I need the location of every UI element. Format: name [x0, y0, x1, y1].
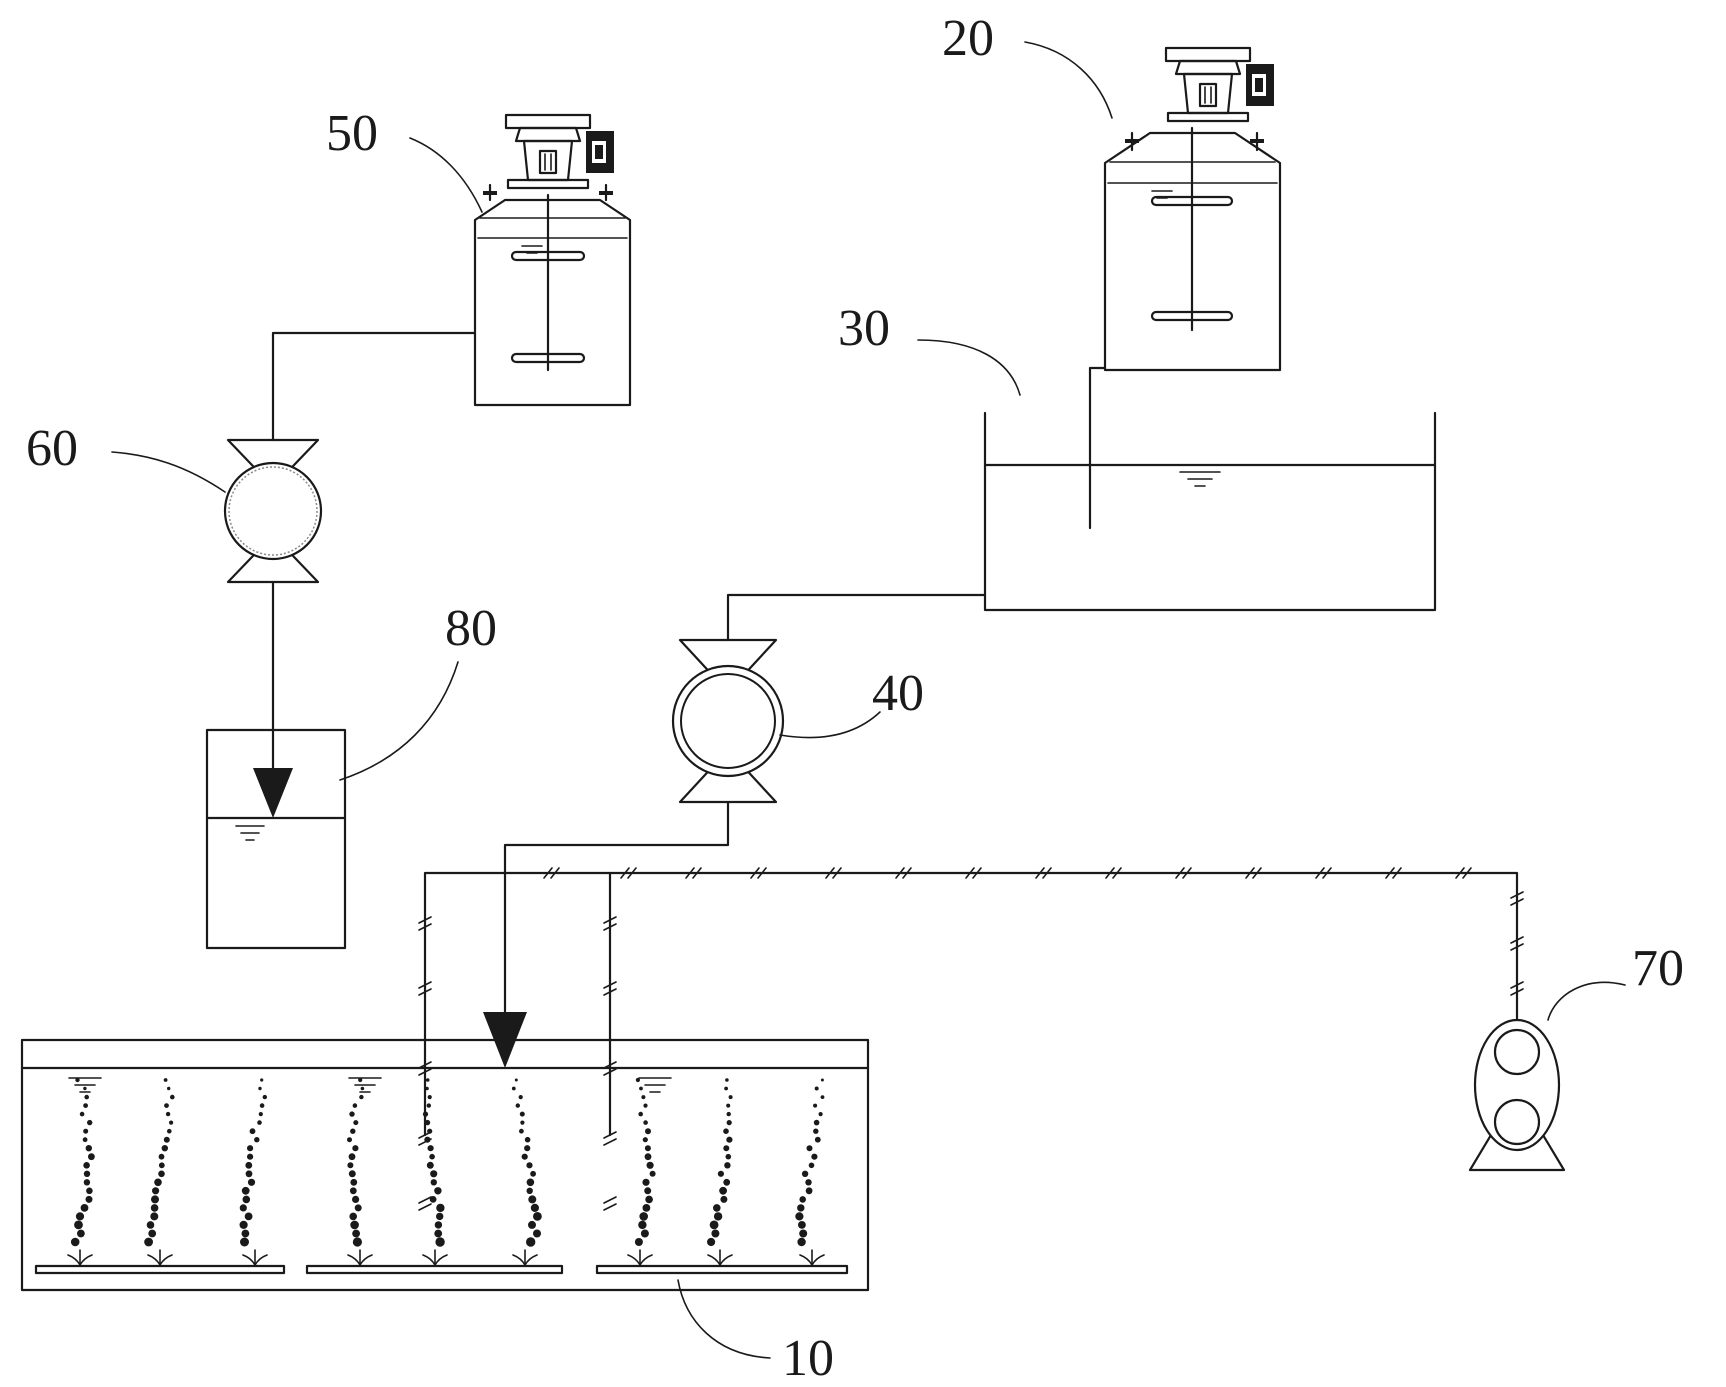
label-10: 10 [782, 1330, 834, 1387]
label-50: 50 [326, 105, 378, 162]
left-pump [223, 438, 323, 584]
pipe-left-tank-to-pump [271, 331, 477, 442]
label-20: 20 [942, 10, 994, 67]
air-pipe [418, 867, 1524, 1211]
upper-mixing-tank [1103, 46, 1282, 372]
left-mixing-tank [473, 113, 632, 407]
label-40: 40 [872, 665, 924, 722]
label-60: 60 [26, 420, 78, 477]
label-30: 30 [838, 300, 890, 357]
flow-arrow-dosing [253, 768, 293, 818]
lower-pump [671, 638, 785, 804]
leader-lines [111, 41, 1626, 1359]
label-70: 70 [1632, 940, 1684, 997]
blower [1468, 1018, 1566, 1172]
aeration-tank [20, 1038, 870, 1292]
buffer-tank [983, 366, 1437, 612]
label-80: 80 [445, 600, 497, 657]
dosing-tank [205, 728, 347, 950]
pipe-pump-to-aeration [503, 800, 730, 1017]
pipe-buffer-to-pump [726, 593, 987, 642]
